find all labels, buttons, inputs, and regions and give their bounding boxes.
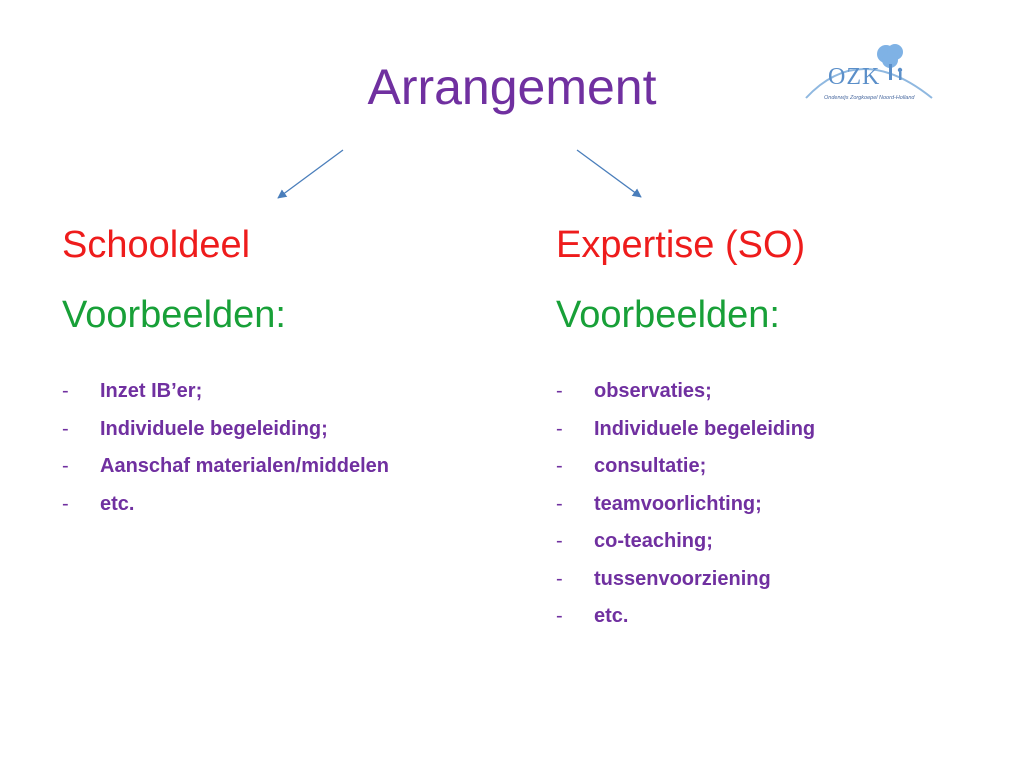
left-list: -Inzet IB’er; -Individuele begeleiding; … [62, 373, 502, 523]
list-item: -Inzet IB’er; [62, 373, 502, 411]
bullet-dash: - [62, 380, 69, 402]
list-item: -teamvoorlichting; [556, 486, 996, 524]
bullet-dash: - [556, 492, 563, 515]
list-item: -tussenvoorziening [556, 561, 996, 599]
list-item: -consultatie; [556, 448, 996, 486]
bullet-dash: - [556, 605, 563, 627]
list-item: -Aanschaf materialen/middelen [62, 448, 502, 486]
bullet-dash: - [556, 380, 563, 402]
slide-title: Arrangement [367, 59, 657, 115]
bullet-dash: - [62, 417, 69, 440]
list-item: -observaties; [556, 373, 996, 411]
list-item: -etc. [62, 486, 502, 524]
bullet-dash: - [556, 455, 563, 477]
bullet-dash: - [556, 530, 563, 552]
left-column: Schooldeel Voorbeelden: -Inzet IB’er; -I… [62, 222, 502, 523]
arrow-right [576, 149, 642, 198]
list-item: -etc. [556, 598, 996, 636]
bullet-dash: - [556, 417, 563, 440]
left-subheading: Voorbeelden: [62, 294, 286, 336]
bullet-dash: - [62, 492, 69, 515]
right-heading: Expertise (SO) [556, 224, 806, 266]
list-item: -Individuele begeleiding [556, 411, 996, 449]
ozk-logo: OZK Onderwijs Zorgkoepel Noord-Holland [800, 40, 940, 110]
list-item: -Individuele begeleiding; [62, 411, 502, 449]
right-subheading: Voorbeelden: [556, 294, 780, 336]
logo-text: OZK [828, 64, 881, 90]
bullet-dash: - [62, 455, 69, 477]
right-list: -observaties; -Individuele begeleiding -… [556, 373, 996, 636]
bullet-dash: - [556, 567, 563, 590]
left-heading: Schooldeel [62, 224, 251, 266]
right-column: Expertise (SO) Voorbeelden: -observaties… [556, 222, 996, 636]
list-item: -co-teaching; [556, 523, 996, 561]
arrow-left [277, 149, 344, 199]
tree-family-icon [805, 44, 933, 99]
logo-subtitle: Onderwijs Zorgkoepel Noord-Holland [824, 95, 915, 101]
